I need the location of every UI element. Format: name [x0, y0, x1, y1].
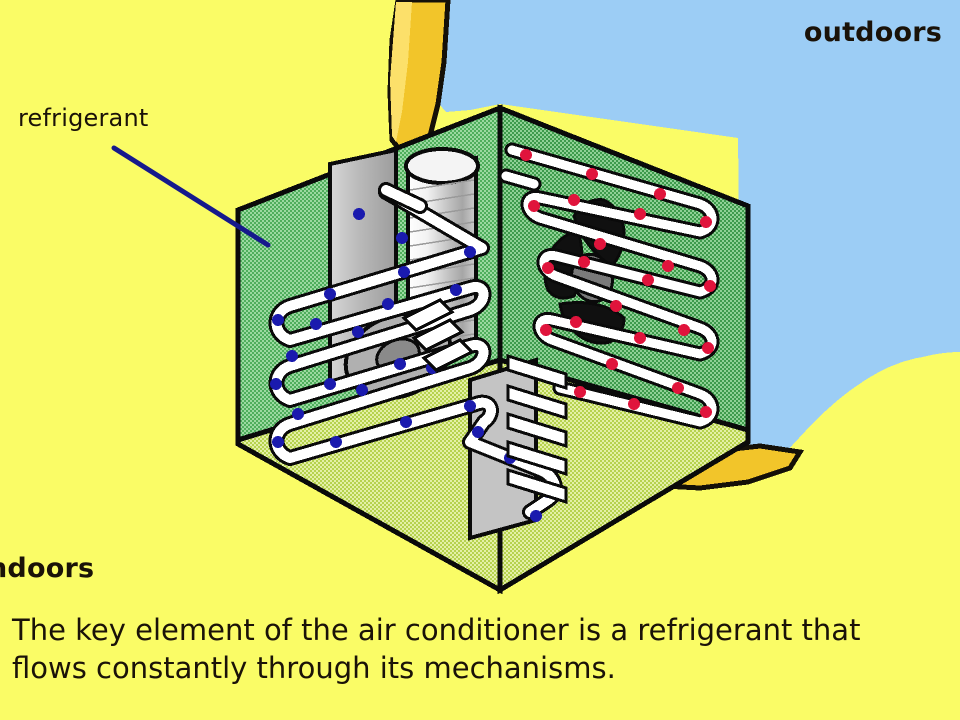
label-indoors: ndoors: [0, 553, 95, 584]
caption-line-1: The key element of the air conditioner i…: [12, 613, 861, 647]
air-duct-top-highlight: [390, 2, 412, 142]
caption-text: The key element of the air conditioner i…: [12, 612, 952, 687]
compressor-inlet-tube-white: [381, 185, 425, 211]
compressor-top: [404, 147, 480, 185]
label-outdoors: outdoors: [803, 17, 942, 48]
pointer-line: [111, 145, 271, 248]
condenser-fins: [506, 353, 568, 505]
caption-line-2: flows constantly through its mechanisms.: [12, 650, 616, 685]
hot-refrigerant-markers: [520, 149, 716, 418]
condenser-coil-tube: [501, 145, 717, 427]
label-refrigerant: refrigerant: [18, 104, 149, 132]
outdoors-region: [430, 0, 960, 452]
indoors-lower-right: [788, 352, 960, 720]
evaporator-fins: [401, 298, 475, 372]
